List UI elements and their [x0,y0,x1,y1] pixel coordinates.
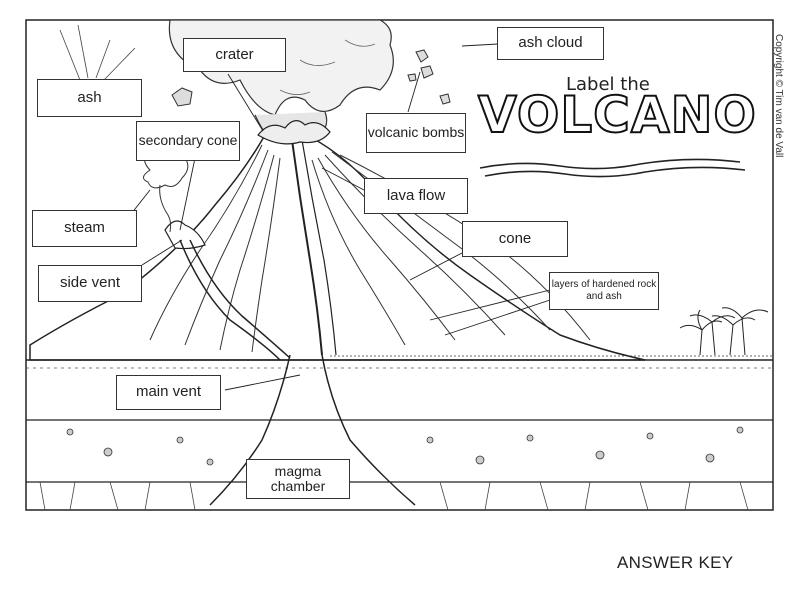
label-cone-text: cone [498,229,532,247]
title-volcano: VOLCANO [477,86,757,144]
label-side-vent: side vent [38,265,142,302]
copyright-notice: Copyright © Tim van de Vall [773,34,784,158]
ash-fall-lines [59,24,136,81]
label-magma-chamber: magma chamber [246,459,350,499]
label-steam: steam [32,210,137,247]
soil-rocks [66,426,744,466]
label-secondary-cone: secondary cone [136,121,240,161]
label-ash-text: ash [77,88,102,106]
answer-key-caption: ANSWER KEY [617,553,734,572]
diagram-frame [25,19,774,511]
label-magma-chamber-text: magma chamber [270,462,326,494]
label-side-vent-text: side vent [59,274,121,292]
lava-flow [291,139,323,356]
main-vent-conduits [179,239,416,506]
title-underline [479,158,746,178]
label-lava-flow: lava flow [364,178,468,214]
title-label-the: Label the [566,74,650,95]
label-volcanic-bombs: volcanic bombs [366,113,466,153]
label-lava-flow-text: lava flow [386,186,446,204]
label-cone: cone [462,221,568,257]
bedrock-cracks [39,481,749,511]
label-main-vent: main vent [116,375,221,410]
label-layers: layers of hardened rock and ash [549,272,659,310]
label-volcanic-bombs-text: volcanic bombs [367,124,465,141]
crater-top [257,120,331,145]
label-ash: ash [37,79,142,117]
label-layers-text: layers of hardened rock and ash [551,278,657,303]
label-crater: crater [183,38,286,72]
flying-rocks [171,49,451,107]
label-steam-text: steam [64,219,105,237]
label-crater-text: crater [215,45,254,63]
label-ash-cloud-text: ash cloud [518,34,583,52]
lava-flow-edge [301,139,337,356]
label-secondary-cone-text: secondary cone [138,132,238,149]
label-ash-cloud: ash cloud [497,27,604,60]
palm-trees [679,307,769,356]
secondary-cone [164,220,206,250]
label-main-vent-text: main vent [135,383,202,401]
